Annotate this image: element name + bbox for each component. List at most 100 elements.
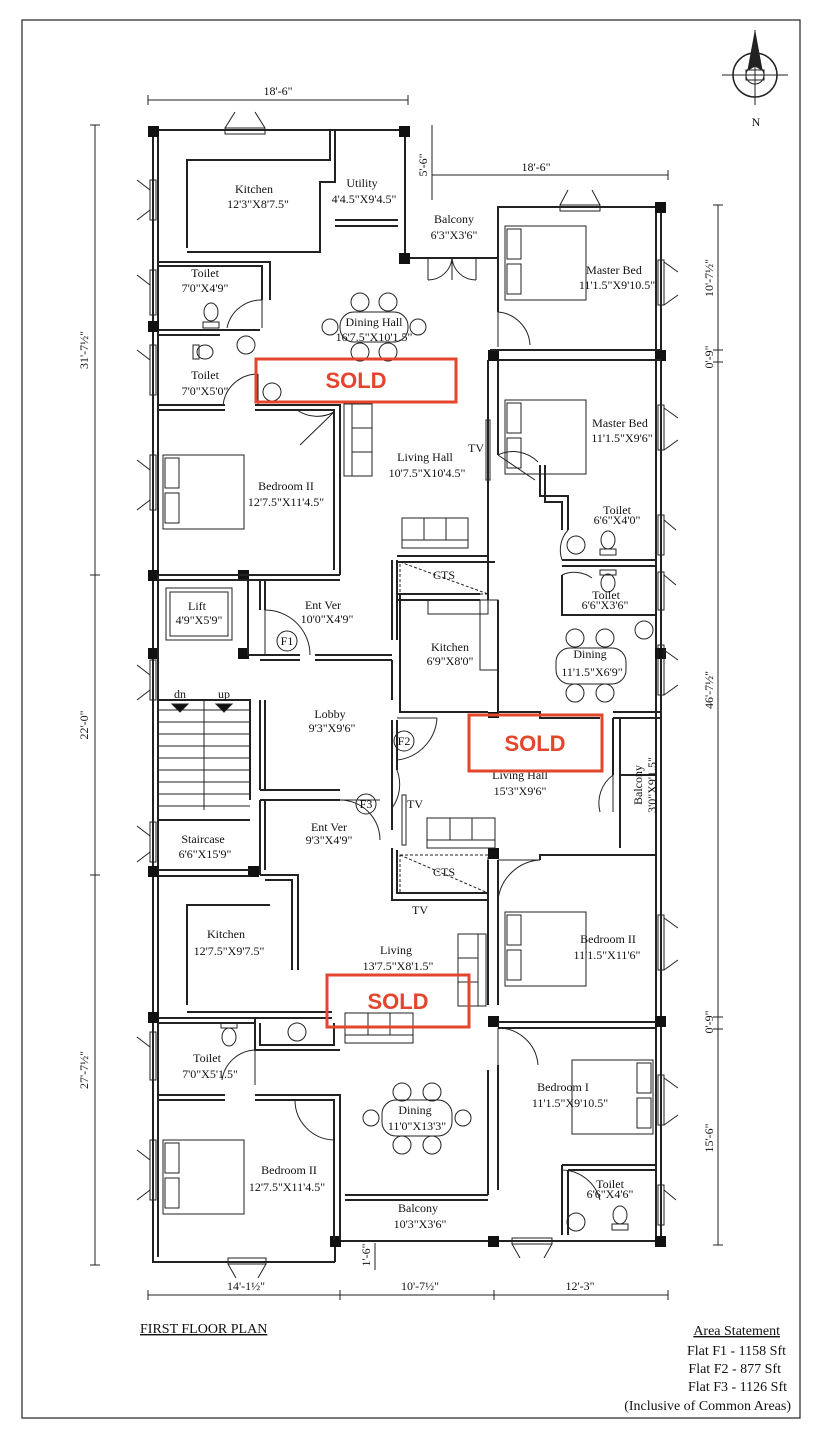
fixtures bbox=[158, 225, 654, 1232]
room-utility-name: Utility bbox=[346, 176, 377, 190]
sold-box-3 bbox=[325, 973, 471, 1029]
room-dining-f3-name: Dining bbox=[398, 1103, 431, 1117]
room-toilet-f3a-size: 7'0"X5'1.5" bbox=[182, 1067, 238, 1081]
room-toilet-f2b-name: Toilet bbox=[592, 588, 620, 602]
room-staircase-name: Staircase bbox=[181, 832, 224, 846]
room-toilet-f2b-size: 6'6"X3'6" bbox=[582, 598, 629, 612]
room-toilet-f2a-name: Toilet bbox=[603, 503, 631, 517]
sold-label-1: SOLD bbox=[325, 368, 386, 393]
wc-f1a bbox=[202, 302, 220, 329]
room-kitchen-f2-size: 6'9"X8'0" bbox=[427, 654, 474, 668]
room-labels: Kitchen 12'3"X8'7.5" Utility 4'4.5"X9'4.… bbox=[176, 176, 659, 1231]
room-dining-f2-size: 11'1.5"X6'9" bbox=[561, 665, 622, 679]
room-lift-name: Lift bbox=[188, 599, 207, 613]
cts-f3 bbox=[399, 854, 489, 894]
room-kitchen-f2-name: Kitchen bbox=[431, 640, 469, 654]
cts-label-f3: CTS bbox=[433, 865, 455, 879]
tv-unit-f2 bbox=[401, 794, 407, 846]
room-balcony-f1-size: 6'3"X3'6" bbox=[431, 228, 478, 242]
wc-f3b bbox=[611, 1205, 629, 1231]
dim-right-bottom: 15'-6" bbox=[702, 1123, 716, 1152]
stair-down-label: dn bbox=[174, 687, 186, 701]
room-toilet-f2a-size: 6'6"X4'0" bbox=[594, 513, 641, 527]
staircase-treads bbox=[158, 700, 250, 810]
dim-top-width: 18'-6" bbox=[263, 84, 292, 98]
room-kitchen-f3-name: Kitchen bbox=[207, 927, 245, 941]
bed-master-1 bbox=[504, 225, 587, 301]
flat-f2-marker: F2 bbox=[398, 734, 411, 748]
room-toilet-f3b-size: 6'6"X4'6" bbox=[587, 1187, 634, 1201]
sold-stamps: SOLD SOLD SOLD bbox=[254, 357, 604, 1029]
dim-bottom-offset: 1'-6" bbox=[359, 1243, 373, 1266]
room-dining-f3-size: 11'0"X13'3" bbox=[388, 1119, 446, 1133]
basin-f2a bbox=[566, 535, 586, 555]
sold-label-2: SOLD bbox=[504, 731, 565, 756]
cts-f1 bbox=[399, 561, 489, 595]
room-bedroom2-f1-name: Bedroom II bbox=[258, 479, 314, 493]
room-balcony-f2-size: 3'0"X9'1.5" bbox=[645, 757, 659, 813]
stair-up-label: up bbox=[218, 687, 230, 701]
room-balcony-f3-name: Balcony bbox=[398, 1201, 438, 1215]
flat-f3-marker: F3 bbox=[360, 797, 373, 811]
room-living-f3-name: Living bbox=[380, 943, 412, 957]
room-toilet-f1b-name: Toilet bbox=[191, 368, 219, 382]
dim-bottom-middle: 10'-7½" bbox=[401, 1279, 439, 1293]
room-living-f3-size: 13'7.5"X8'1.5" bbox=[363, 959, 434, 973]
room-balcony-f2-name: Balcony bbox=[631, 765, 645, 805]
room-toilet-f3a-name: Toilet bbox=[193, 1051, 221, 1065]
sofa-f2 bbox=[426, 817, 496, 849]
north-label: N bbox=[752, 115, 761, 129]
room-bedroom2-f1-size: 12'7.5"X11'4.5" bbox=[248, 495, 324, 509]
room-bedroom1-f3-size: 11'1.5"X9'10.5" bbox=[532, 1096, 608, 1110]
room-bedroom2-f2-size: 11'1.5"X11'6" bbox=[574, 948, 641, 962]
doors bbox=[221, 299, 614, 1201]
cts-label-f1: CTS bbox=[433, 568, 455, 582]
windows bbox=[136, 111, 679, 1279]
room-living-hall-f2-size: 15'3"X9'6" bbox=[494, 784, 547, 798]
basin-f3b bbox=[566, 1212, 586, 1232]
dim-right-top: 10'-7½" bbox=[702, 259, 716, 297]
room-kitchen-f1-size: 12'3"X8'7.5" bbox=[227, 197, 289, 211]
room-ent-ver-f1-size: 10'0"X4'9" bbox=[301, 612, 354, 626]
counter-f2 bbox=[427, 599, 499, 671]
wc-f1b bbox=[192, 344, 214, 360]
room-toilet-f3b-name: Toilet bbox=[596, 1177, 624, 1191]
room-bedroom2-f3-name: Bedroom II bbox=[261, 1163, 317, 1177]
dining-table-f3 bbox=[362, 1082, 472, 1155]
dim-left-middle: 22'-0" bbox=[77, 710, 91, 739]
lift-shaft bbox=[165, 587, 233, 641]
room-ent-ver-f3-size: 9'3"X4'9" bbox=[306, 833, 353, 847]
bed-bedroom2-f3 bbox=[162, 1139, 245, 1215]
room-master-bed-2-name: Master Bed bbox=[592, 416, 648, 430]
sold-label-3: SOLD bbox=[367, 989, 428, 1014]
wc-f2a bbox=[599, 530, 617, 556]
room-staircase-size: 6'6"X15'9" bbox=[179, 847, 232, 861]
room-master-bed-1-name: Master Bed bbox=[586, 263, 642, 277]
room-toilet-f1b-size: 7'0"X5'0" bbox=[182, 384, 229, 398]
flat-f1-marker: F1 bbox=[281, 634, 294, 648]
room-balcony-f3-size: 10'3"X3'6" bbox=[394, 1217, 447, 1231]
drawing-title: FIRST FLOOR PLAN bbox=[140, 1322, 267, 1337]
dining-table-f2 bbox=[555, 628, 627, 703]
room-utility-size: 4'4.5"X9'4.5" bbox=[332, 192, 397, 206]
dimension-lines bbox=[90, 95, 723, 1300]
room-ent-ver-f3-name: Ent Ver bbox=[311, 820, 347, 834]
dim-top-offset: 5'-6" bbox=[416, 153, 430, 176]
sold-box-2 bbox=[467, 713, 604, 773]
basin-f2-dining bbox=[634, 620, 654, 640]
flat-markers bbox=[276, 630, 415, 815]
interior-walls bbox=[157, 130, 661, 1240]
dim-top-right: 18'-6" bbox=[521, 160, 550, 174]
sofa-f1 bbox=[343, 403, 373, 477]
bed-bedroom1-f3 bbox=[571, 1059, 654, 1135]
dining-table-f1 bbox=[321, 292, 427, 362]
room-bedroom2-f3-size: 12'7.5"X11'4.5" bbox=[249, 1180, 325, 1194]
room-bedroom1-f3-name: Bedroom I bbox=[537, 1080, 589, 1094]
room-living-hall-f1-name: Living Hall bbox=[397, 450, 453, 464]
area-statement-heading: Area Statement bbox=[693, 1324, 780, 1339]
dim-left-lower: 27'-7½" bbox=[77, 1051, 91, 1089]
bed-bedroom2-f1 bbox=[162, 454, 245, 530]
north-arrow-icon bbox=[722, 30, 788, 105]
room-lobby-name: Lobby bbox=[314, 707, 345, 721]
room-kitchen-f3-size: 12'7.5"X9'7.5" bbox=[194, 944, 265, 958]
